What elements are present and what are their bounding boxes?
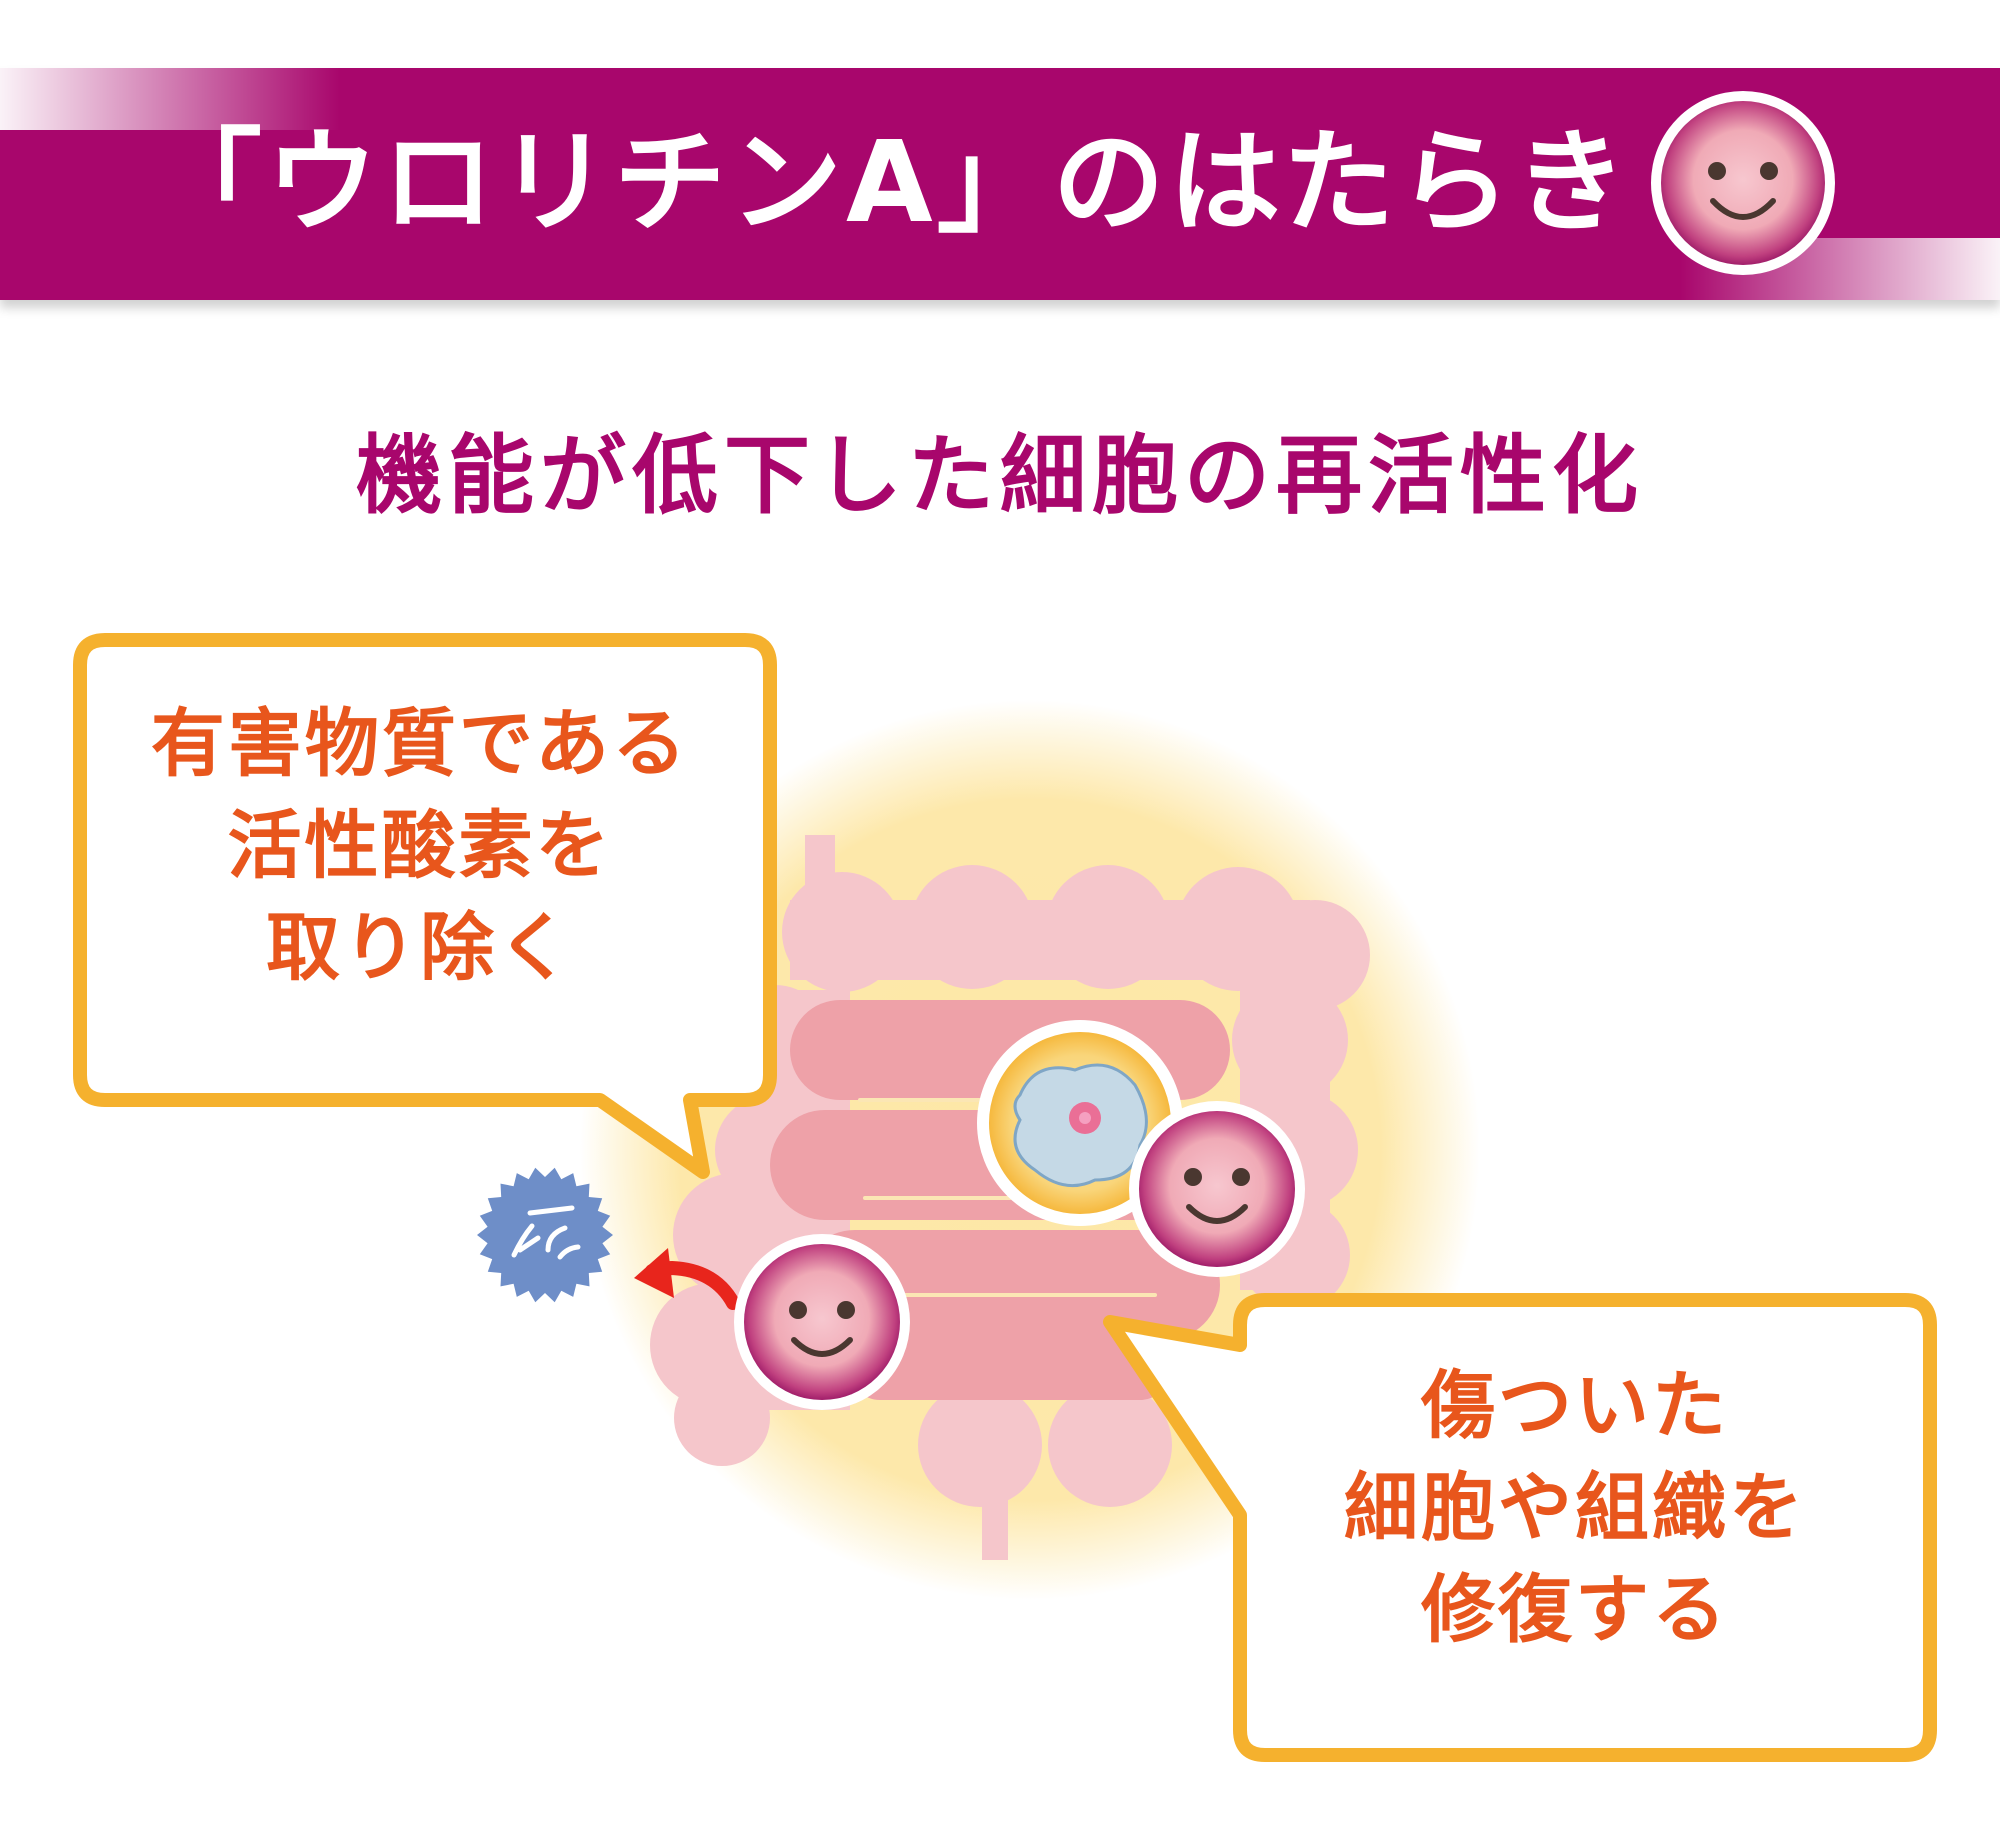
free-radical-icon [477, 1167, 613, 1303]
curved-arrow-icon [634, 1248, 740, 1310]
bubble-right-line: 修復する [1421, 1567, 1729, 1653]
page-title: 「ウロリチンA」のはたらき [150, 118, 1631, 248]
smiley-face-icon-cell [1129, 1101, 1305, 1277]
bubble-right-line: 細胞や組織を [1344, 1465, 1806, 1551]
bubble-left [73, 633, 777, 1179]
smiley-face-icon-radical [734, 1234, 910, 1410]
banner-fade-left [0, 68, 340, 130]
bubble-left-line: 有害物質である [150, 701, 690, 787]
bubble-right-line: 傷ついた [1421, 1363, 1729, 1449]
subtitle: 機能が低下した細胞の再活性化 [356, 426, 1644, 526]
bubble-right-text: 傷ついた 細胞や組織を 修復する [1250, 1355, 1900, 1661]
bubble-left-line: 活性酸素を [227, 803, 613, 889]
bubble-left-text: 有害物質である 活性酸素を 取り除く [80, 693, 760, 999]
bubble-right [1103, 1293, 1937, 1762]
smiley-face-icon-header [1651, 91, 1835, 275]
bubble-left-line: 取り除く [266, 905, 574, 991]
cell-icon [977, 1020, 1183, 1226]
